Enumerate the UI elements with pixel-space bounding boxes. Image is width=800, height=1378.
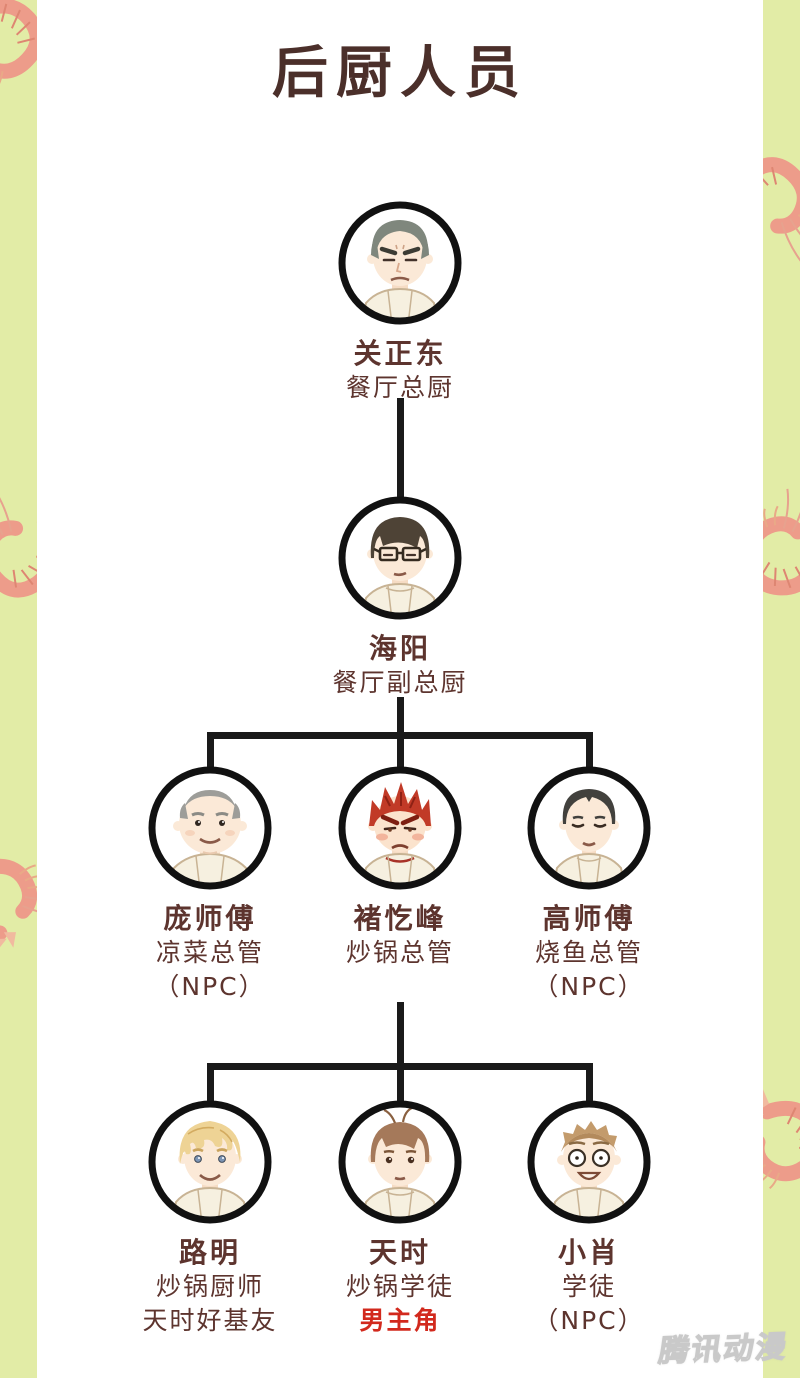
connector-deputy-stem: [396, 697, 404, 737]
person-name: 小肖: [557, 1236, 620, 1269]
brown-haired-protagonist-avatar: [338, 1100, 462, 1224]
red-haired-wok-chef-avatar: [338, 766, 462, 890]
person-role: 学徒: [561, 1272, 616, 1301]
tencent-comics-watermark: 腾讯动漫: [656, 1329, 791, 1370]
shrimp-icon: [0, 0, 37, 129]
person-name: 路明: [178, 1236, 241, 1269]
goofy-apprentice-avatar: [527, 1100, 651, 1224]
person-name: 褚忔峰: [353, 902, 447, 935]
person-role: 餐厅总厨: [345, 373, 454, 402]
person-name: 海阳: [368, 632, 431, 665]
person-node-pangshifu: 庞师傅 凉菜总管 （NPC）: [90, 766, 330, 1004]
person-node-haiyang: 海阳 餐厅副总厨: [280, 496, 520, 700]
connector-root-deputy: [396, 398, 404, 500]
person-name: 庞师傅: [163, 902, 257, 935]
connector-drop-middle2: [396, 1063, 404, 1105]
person-note: （NPC）: [533, 1306, 645, 1335]
page-title: 后厨人员: [272, 41, 528, 106]
person-name: 天时: [368, 1236, 431, 1269]
connector-drop-right2: [585, 1063, 593, 1105]
person-node-xiaoxiao: 小肖 学徒 （NPC）: [469, 1100, 709, 1338]
person-node-luming: 路明 炒锅厨师 天时好基友: [90, 1100, 330, 1338]
connector-drop-left2: [206, 1063, 214, 1105]
person-node-chuqifeng: 褚忔峰 炒锅总管: [280, 766, 520, 970]
person-name: 关正东: [353, 337, 447, 370]
person-role: 餐厅副总厨: [332, 668, 468, 697]
person-node-tianshi: 天时 炒锅学徒 男主角: [280, 1100, 520, 1338]
right-border-decoration: [763, 0, 800, 1378]
person-role: 烧鱼总管: [534, 938, 643, 967]
chubby-gray-haired-chef-avatar: [148, 766, 272, 890]
person-role: 炒锅总管: [345, 938, 454, 967]
person-note-protagonist: 男主角: [359, 1306, 441, 1335]
person-note: 天时好基友: [142, 1306, 278, 1335]
left-border-decoration: [0, 0, 37, 1378]
shrimp-icon: [763, 469, 800, 627]
person-node-guanzhengdong: 关正东 餐厅总厨: [280, 201, 520, 405]
connector-drop-middle: [396, 732, 404, 772]
connector-wok-stem: [396, 1002, 404, 1068]
shrimp-icon: [763, 119, 800, 280]
person-note: （NPC）: [154, 972, 266, 1001]
person-note: （NPC）: [533, 972, 645, 1001]
shrimp-icon: [763, 1065, 800, 1235]
shrimp-icon: [0, 471, 37, 637]
person-role: 炒锅厨师: [155, 1272, 264, 1301]
slim-black-haired-chef-avatar: [527, 766, 651, 890]
gray-haired-head-chef-avatar: [338, 201, 462, 325]
person-node-gaoshifu: 高师傅 烧鱼总管 （NPC）: [469, 766, 709, 1004]
person-name: 高师傅: [542, 902, 636, 935]
shrimp-icon: [0, 811, 37, 972]
connector-drop-left: [206, 732, 214, 772]
blonde-wok-cook-avatar: [148, 1100, 272, 1224]
person-role: 炒锅学徒: [345, 1272, 454, 1301]
connector-drop-right: [585, 732, 593, 772]
glasses-deputy-chef-avatar: [338, 496, 462, 620]
person-role: 凉菜总管: [155, 938, 264, 967]
